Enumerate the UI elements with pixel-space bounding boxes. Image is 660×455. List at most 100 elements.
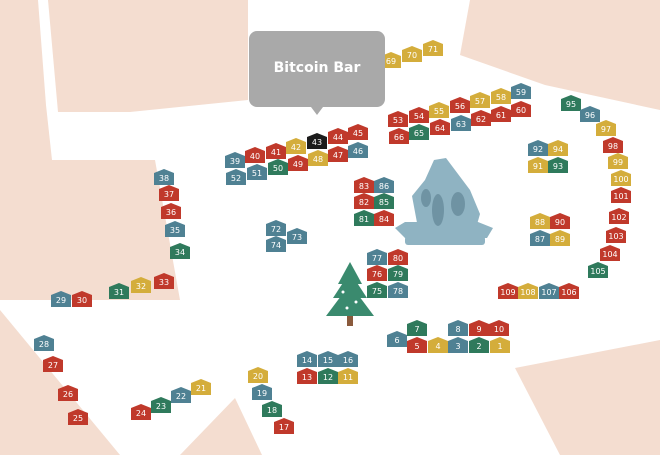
stall-80[interactable]: 80 xyxy=(388,249,408,265)
stall-48[interactable]: 48 xyxy=(308,150,328,166)
stall-16[interactable]: 16 xyxy=(338,351,358,367)
stall-86[interactable]: 86 xyxy=(374,177,394,193)
stall-109[interactable]: 109 xyxy=(498,283,518,299)
stall-100[interactable]: 100 xyxy=(611,170,631,186)
stall-103[interactable]: 103 xyxy=(606,227,626,243)
stall-37[interactable]: 37 xyxy=(159,185,179,201)
stall-99[interactable]: 99 xyxy=(608,153,628,169)
stall-41[interactable]: 41 xyxy=(266,143,286,159)
stall-15[interactable]: 15 xyxy=(318,351,338,367)
stall-89[interactable]: 89 xyxy=(550,230,570,246)
stall-22[interactable]: 22 xyxy=(171,387,191,403)
stall-85[interactable]: 85 xyxy=(374,193,394,209)
stall-59[interactable]: 59 xyxy=(511,83,531,99)
stall-82[interactable]: 82 xyxy=(354,193,374,209)
stall-78[interactable]: 78 xyxy=(388,282,408,298)
stall-47[interactable]: 47 xyxy=(328,146,348,162)
stall-84[interactable]: 84 xyxy=(374,210,394,226)
stall-14[interactable]: 14 xyxy=(297,351,317,367)
stall-10[interactable]: 10 xyxy=(489,320,509,336)
stall-91[interactable]: 91 xyxy=(528,157,548,173)
stall-88[interactable]: 88 xyxy=(530,213,550,229)
stall-63[interactable]: 63 xyxy=(451,115,471,131)
stall-76[interactable]: 76 xyxy=(367,265,387,281)
stall-26[interactable]: 26 xyxy=(58,385,78,401)
stall-75[interactable]: 75 xyxy=(367,282,387,298)
stall-4[interactable]: 4 xyxy=(428,337,448,353)
stall-93[interactable]: 93 xyxy=(548,157,568,173)
stall-40[interactable]: 40 xyxy=(245,147,265,163)
stall-72[interactable]: 72 xyxy=(266,220,286,236)
stall-58[interactable]: 58 xyxy=(491,88,511,104)
stall-39[interactable]: 39 xyxy=(225,152,245,168)
stall-95[interactable]: 95 xyxy=(561,95,581,111)
stall-38[interactable]: 38 xyxy=(154,169,174,185)
stall-29[interactable]: 29 xyxy=(51,291,71,307)
stall-31[interactable]: 31 xyxy=(109,283,129,299)
stall-96[interactable]: 96 xyxy=(580,106,600,122)
stall-71[interactable]: 71 xyxy=(423,40,443,56)
stall-18[interactable]: 18 xyxy=(262,401,282,417)
stall-66[interactable]: 66 xyxy=(389,128,409,144)
stall-74[interactable]: 74 xyxy=(266,236,286,252)
stall-25[interactable]: 25 xyxy=(68,409,88,425)
stall-70[interactable]: 70 xyxy=(402,46,422,62)
stall-65[interactable]: 65 xyxy=(409,124,429,140)
stall-83[interactable]: 83 xyxy=(354,177,374,193)
stall-105[interactable]: 105 xyxy=(588,262,608,278)
stall-6[interactable]: 6 xyxy=(387,331,407,347)
stall-87[interactable]: 87 xyxy=(530,230,550,246)
stall-27[interactable]: 27 xyxy=(43,356,63,372)
stall-13[interactable]: 13 xyxy=(297,368,317,384)
stall-28[interactable]: 28 xyxy=(34,335,54,351)
stall-8[interactable]: 8 xyxy=(448,320,468,336)
stall-32[interactable]: 32 xyxy=(131,277,151,293)
stall-101[interactable]: 101 xyxy=(611,187,631,203)
stall-24[interactable]: 24 xyxy=(131,404,151,420)
stall-23[interactable]: 23 xyxy=(151,397,171,413)
stall-19[interactable]: 19 xyxy=(252,384,272,400)
stall-7[interactable]: 7 xyxy=(407,320,427,336)
stall-5[interactable]: 5 xyxy=(407,337,427,353)
stall-108[interactable]: 108 xyxy=(518,283,538,299)
stall-12[interactable]: 12 xyxy=(318,368,338,384)
stall-69[interactable]: 69 xyxy=(381,52,401,68)
stall-56[interactable]: 56 xyxy=(450,97,470,113)
stall-104[interactable]: 104 xyxy=(600,245,620,261)
stall-42[interactable]: 42 xyxy=(286,138,306,154)
stall-102[interactable]: 102 xyxy=(609,208,629,224)
stall-64[interactable]: 64 xyxy=(430,119,450,135)
stall-21[interactable]: 21 xyxy=(191,379,211,395)
stall-1[interactable]: 1 xyxy=(490,337,510,353)
stall-44[interactable]: 44 xyxy=(328,128,348,144)
stall-62[interactable]: 62 xyxy=(471,110,491,126)
stall-92[interactable]: 92 xyxy=(528,140,548,156)
stall-94[interactable]: 94 xyxy=(548,140,568,156)
stall-73[interactable]: 73 xyxy=(287,228,307,244)
stall-46[interactable]: 46 xyxy=(348,142,368,158)
stall-97[interactable]: 97 xyxy=(596,120,616,136)
stall-98[interactable]: 98 xyxy=(603,137,623,153)
stall-55[interactable]: 55 xyxy=(429,102,449,118)
stall-52[interactable]: 52 xyxy=(226,169,246,185)
stall-36[interactable]: 36 xyxy=(161,203,181,219)
stall-90[interactable]: 90 xyxy=(550,213,570,229)
stall-3[interactable]: 3 xyxy=(448,337,468,353)
stall-50[interactable]: 50 xyxy=(268,159,288,175)
stall-53[interactable]: 53 xyxy=(388,111,408,127)
stall-77[interactable]: 77 xyxy=(367,249,387,265)
stall-20[interactable]: 20 xyxy=(248,367,268,383)
stall-51[interactable]: 51 xyxy=(247,164,267,180)
stall-54[interactable]: 54 xyxy=(409,107,429,123)
stall-57[interactable]: 57 xyxy=(470,92,490,108)
stall-61[interactable]: 61 xyxy=(491,106,511,122)
stall-33[interactable]: 33 xyxy=(154,273,174,289)
stall-17[interactable]: 17 xyxy=(274,418,294,434)
stall-107[interactable]: 107 xyxy=(539,283,559,299)
stall-79[interactable]: 79 xyxy=(388,265,408,281)
stall-2[interactable]: 2 xyxy=(469,337,489,353)
stall-49[interactable]: 49 xyxy=(288,155,308,171)
stall-43[interactable]: 43 xyxy=(307,133,327,149)
stall-81[interactable]: 81 xyxy=(354,210,374,226)
stall-106[interactable]: 106 xyxy=(559,283,579,299)
